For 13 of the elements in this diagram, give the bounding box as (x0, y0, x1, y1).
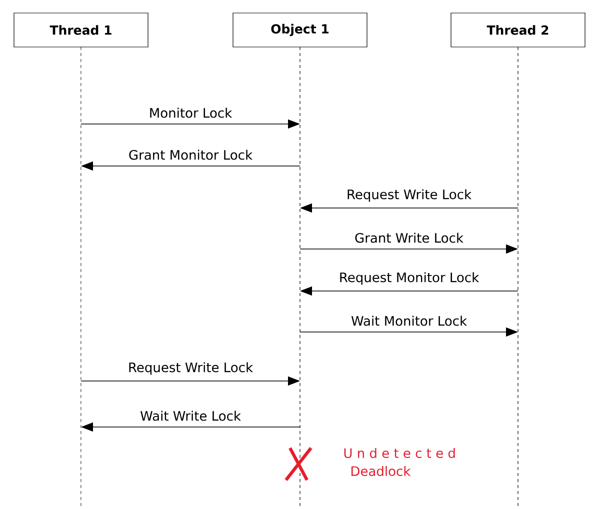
participant-box: Thread 1 (14, 12, 148, 48)
message-label: Grant Write Lock (355, 232, 464, 243)
participant-box: Thread 2 (450, 12, 586, 48)
message-label: Request Monitor Lock (340, 272, 480, 285)
message-label: Request Write Lock (348, 189, 472, 202)
warning-text: U n d e t e c t e d (344, 448, 455, 458)
message-label: Request Write Lock (129, 362, 253, 375)
message-label: Wait Write Lock (140, 410, 241, 421)
message-label: Grant Monitor Lock (129, 150, 253, 160)
message-label: Monitor Lock (150, 108, 232, 118)
message-label: Wait Monitor Lock (351, 316, 467, 326)
participant-box: Object 1 (232, 12, 368, 48)
warning-text: Deadlock (351, 466, 411, 476)
